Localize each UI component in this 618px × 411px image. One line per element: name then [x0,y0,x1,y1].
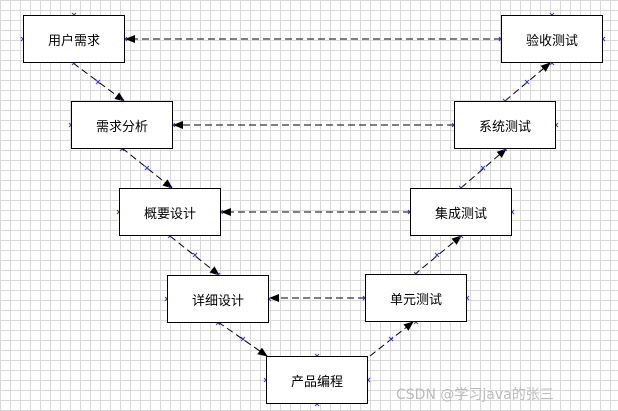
arrow-detailed-to-coding [217,321,268,357]
node-detailed-design[interactable]: 详细设计 [167,275,269,323]
node-outline-design[interactable]: 概要设计 [119,188,221,236]
node-system-test[interactable]: 系统测试 [454,101,556,149]
connection-handles [20,12,606,407]
connector-handle-mark [240,336,246,342]
node-integration-test[interactable]: 集成测试 [410,188,512,236]
arrow-unit-to-integration [413,235,462,276]
node-acceptance-test[interactable]: 验收测试 [501,15,603,63]
connector-handle-mark [480,165,486,171]
arrow-system-to-acceptance [504,62,551,102]
connector-handle-mark [524,79,530,85]
arrow-integration-to-system [460,148,507,189]
node-unit-test[interactable]: 单元测试 [365,274,467,322]
connector-handle-mark [388,336,394,342]
connector-handle-mark [434,252,440,258]
node-product-coding[interactable]: 产品编程 [266,356,368,404]
node-requirements-analysis[interactable]: 需求分析 [71,101,173,149]
connector-handle-mark [192,252,198,258]
node-user-requirements[interactable]: 用户需求 [23,15,125,63]
connector-handle-mark [95,79,101,85]
watermark-text: CSDN @学习java的张三 [396,387,554,403]
connector-handle-mark [144,165,150,171]
